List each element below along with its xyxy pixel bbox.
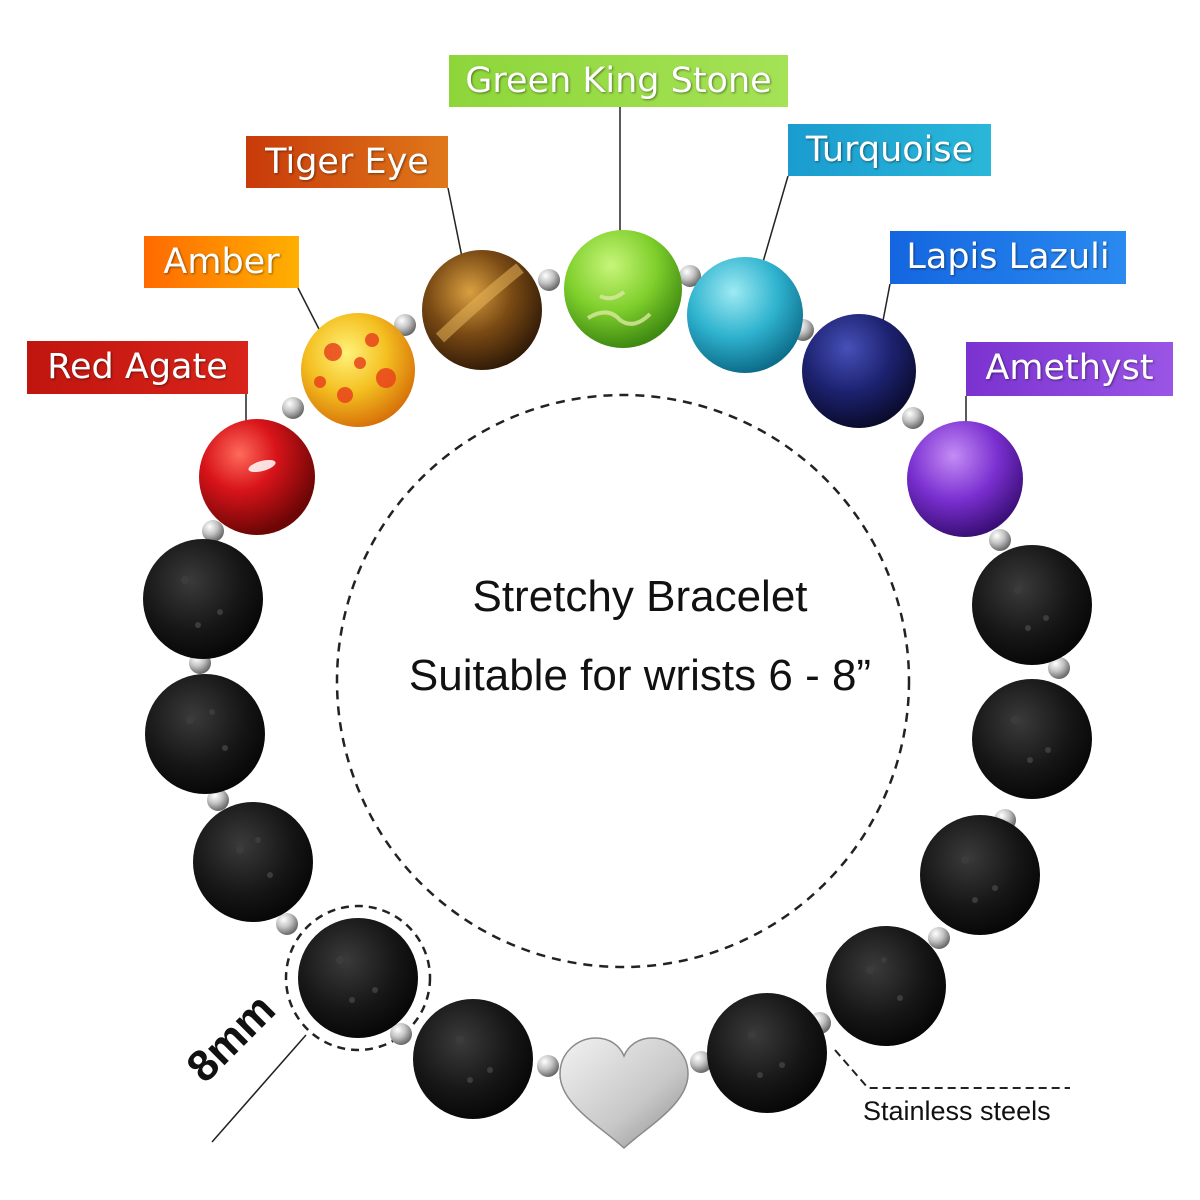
label-turquoise: Turquoise (805, 130, 974, 170)
gemstone-bead-icon (422, 250, 542, 370)
spacer-label: Stainless steels (863, 1096, 1051, 1126)
gemstone-bead-icon (687, 257, 803, 373)
steel-spacer-icon (538, 269, 560, 291)
steel-spacer-icon (390, 1023, 412, 1045)
label-box-tiger-eye (246, 136, 448, 188)
bead-size-outline (284, 904, 432, 1052)
gemstone-beads (199, 230, 1023, 537)
steel-spacer-icon (902, 407, 924, 429)
steel-spacer-icon (276, 913, 298, 935)
lava-bead-icon (298, 918, 418, 1038)
steel-spacer-icon (1048, 657, 1070, 679)
steel-spacer-icon (690, 1051, 712, 1073)
gemstone-bead-icon (564, 230, 682, 348)
lava-bead-icon (972, 679, 1092, 799)
label-red-agate: Red Agate (47, 347, 228, 387)
label-box-amber (144, 236, 299, 288)
bead-size-pointer (211, 1034, 307, 1143)
steel-spacer-icon (282, 397, 304, 419)
gemstone-bead-icon (802, 314, 916, 428)
label-box-turquoise (788, 124, 991, 176)
bead-highlight (248, 459, 276, 473)
lava-bead-icon (920, 815, 1040, 935)
green-stone-veins (586, 290, 652, 326)
lava-bead-icon (413, 999, 533, 1119)
lava-beads (143, 539, 1092, 1119)
label-box-amethyst (966, 342, 1173, 396)
tiger-eye-band (435, 263, 524, 343)
spacer-pointer (834, 1049, 1070, 1089)
center-title: Stretchy Bracelet (472, 572, 808, 621)
lava-bead-icon (193, 802, 313, 922)
lava-bead-icon (143, 539, 263, 659)
lava-bead-icon (972, 545, 1092, 665)
label-amethyst: Amethyst (985, 348, 1154, 388)
gemstone-bead-icon (199, 419, 315, 535)
amber-inclusions (314, 333, 396, 403)
label-tiger-eye: Tiger Eye (265, 142, 429, 182)
steel-spacer-icon (989, 529, 1011, 551)
label-box-green-king-stone (449, 55, 788, 107)
steel-spacer-icon (394, 314, 416, 336)
lava-bead-icon (707, 993, 827, 1113)
steel-spacers (189, 265, 1070, 1077)
lava-bead-icon (145, 674, 265, 794)
steel-spacer-icon (679, 265, 701, 287)
lava-pores (181, 576, 1051, 1083)
steel-spacer-icon (928, 927, 950, 949)
label-lapis-lazuli: Lapis Lazuli (906, 237, 1110, 277)
steel-spacer-icon (537, 1055, 559, 1077)
gemstone-bead-icon (301, 313, 415, 427)
label-green-king-stone: Green King Stone (465, 61, 772, 101)
label-box-lapis-lazuli (890, 231, 1126, 284)
heart-charm-icon (559, 1037, 689, 1150)
steel-spacer-icon (202, 520, 224, 542)
lava-bead-icon (826, 926, 946, 1046)
label-amber: Amber (163, 242, 280, 282)
label-box-red-agate (27, 341, 248, 394)
wrist-size-outline (335, 393, 911, 969)
center-subtitle: Suitable for wrists 6 - 8” (408, 651, 872, 700)
gemstone-bead-icon (907, 421, 1023, 537)
steel-spacer-icon (207, 789, 229, 811)
